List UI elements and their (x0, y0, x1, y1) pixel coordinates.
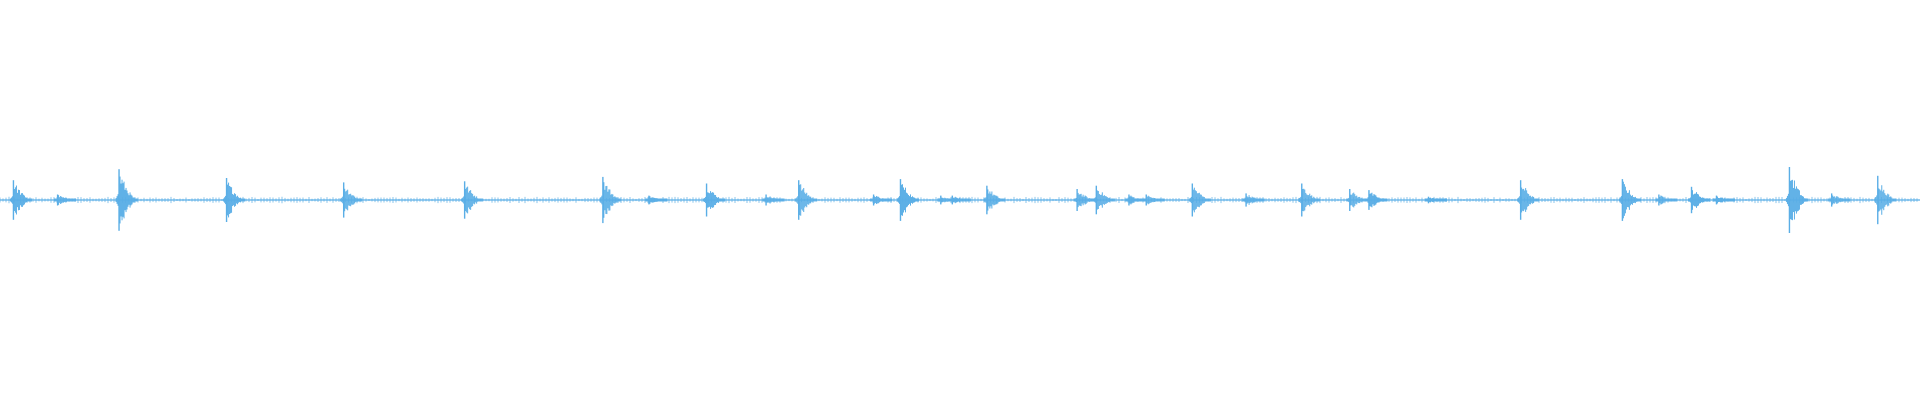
waveform-burst (1365, 190, 1388, 210)
waveform-burst (795, 180, 818, 220)
waveform-burst (645, 195, 668, 205)
waveform-burst (1785, 167, 1808, 233)
waveform-spikes (9, 167, 1897, 233)
waveform-noise (0, 196, 1918, 204)
waveform-burst (115, 169, 138, 231)
